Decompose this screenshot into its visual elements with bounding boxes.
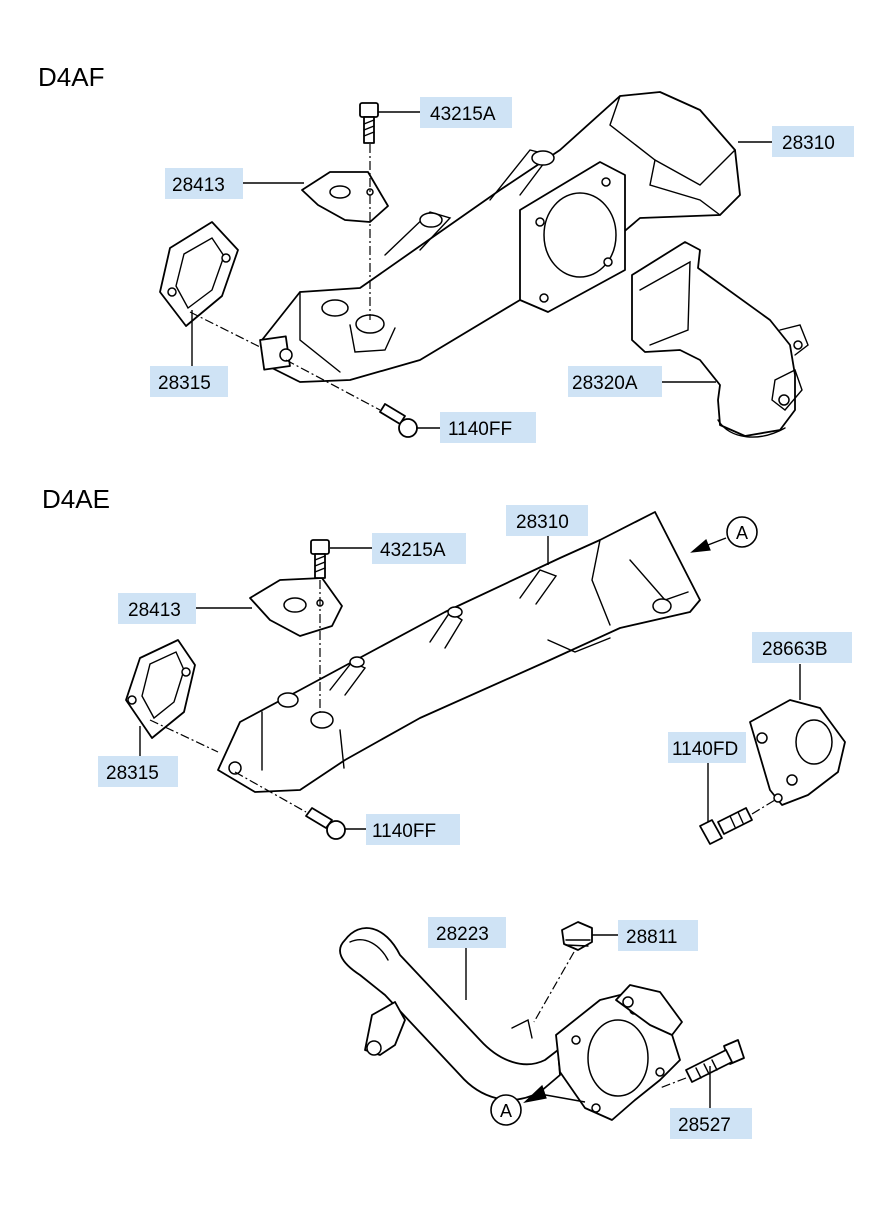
section-d4ae: D4AE [42,484,852,845]
gasket-28315-d4ae [125,639,196,739]
section-title-d4ae: D4AE [42,484,110,514]
gasket-28315 [159,221,239,327]
exhaust-pipe-28320a [631,241,809,438]
pipe-28223 [339,927,561,1101]
callout-28315-d4ae: 28315 [106,763,159,784]
exhaust-manifold-28310 [259,91,741,383]
section-d4af: D4AF [38,62,854,443]
callout-28320a: 28320A [572,373,638,394]
bolt-1140ff-d4af [189,311,418,438]
callout-28663b: 28663B [762,639,828,660]
bracket-28663b [749,699,846,806]
reference-a-arrow-d4ae: A [690,516,758,553]
callout-43215a-d4af: 43215A [430,104,496,125]
bolt-28527 [659,1039,745,1089]
reference-a-arrow-lower: A [490,1084,586,1126]
callout-28413-d4ae: 28413 [128,600,181,621]
callout-1140ff-d4af: 1140FF [448,419,512,440]
callout-28811: 28811 [626,927,677,948]
callout-28315-d4af: 28315 [158,373,211,394]
callout-1140fd: 1140FD [672,739,738,760]
section-title-d4af: D4AF [38,62,104,92]
bracket-28413 [301,171,389,223]
exhaust-manifold-28310-d4ae [217,511,701,793]
callout-28527: 28527 [678,1115,731,1136]
bracket-28413-d4ae [249,577,343,637]
callout-28223: 28223 [436,924,489,945]
bolt-43215a-d4ae [310,539,330,712]
bolt-43215a [359,102,379,320]
callout-28310-d4af: 28310 [782,133,835,154]
section-lower: A 28223 28811 28527 [339,917,752,1139]
ref-a-label-d4ae: A [736,523,748,543]
callout-28413-d4af: 28413 [172,175,225,196]
plug-28811 [533,921,593,1023]
callout-1140ff-d4ae: 1140FF [372,821,436,842]
bolt-1140fd [699,799,776,845]
callout-28310-d4ae: 28310 [516,512,569,533]
ref-a-label-lower: A [500,1101,512,1121]
flange-housing [555,984,683,1121]
bolt-1140ff-d4ae [149,719,346,840]
callout-43215a-d4ae: 43215A [380,540,446,561]
